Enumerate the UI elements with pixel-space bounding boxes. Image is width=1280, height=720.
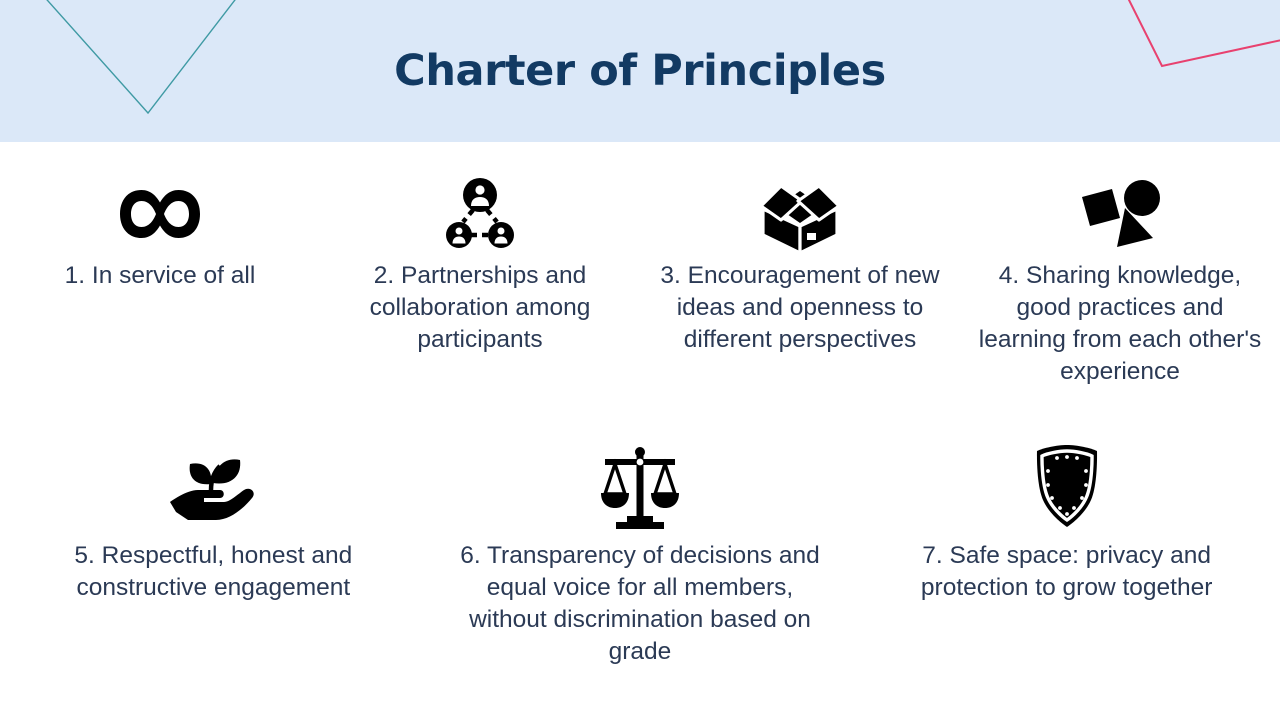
principle-item-3: 3. Encouragement of new ideas and openne… <box>640 168 960 388</box>
people-network-icon <box>320 168 640 260</box>
principle-item-2: 2. Partnerships and collaboration among … <box>320 168 640 388</box>
shield-icon <box>853 438 1280 534</box>
principles-row-2: 5. Respectful, honest and constructive e… <box>0 438 1280 668</box>
principle-item-7: 7. Safe space: privacy and protection to… <box>853 438 1280 668</box>
slide-header: Charter of Principles <box>0 0 1280 142</box>
principle-label: 4. Sharing knowledge, good practices and… <box>978 262 1262 386</box>
page-title: Charter of Principles <box>394 46 886 96</box>
principle-label: 2. Partnerships and collaboration among … <box>369 262 591 354</box>
principle-label: 3. Encouragement of new ideas and openne… <box>660 262 940 354</box>
principle-label: 6. Transparency of decisions and equal v… <box>460 542 820 666</box>
shapes-icon <box>960 168 1280 260</box>
open-box-icon <box>640 168 960 260</box>
principle-item-4: 4. Sharing knowledge, good practices and… <box>960 168 1280 388</box>
principle-label: 7. Safe space: privacy and protection to… <box>920 542 1213 602</box>
header-decorations <box>46 0 1280 115</box>
infinity-icon <box>0 168 320 260</box>
hand-plant-icon <box>0 438 427 534</box>
principle-label: 5. Respectful, honest and constructive e… <box>74 542 353 602</box>
teal-chevron-icon <box>46 0 236 115</box>
principle-item-6: 6. Transparency of decisions and equal v… <box>427 438 854 668</box>
principle-item-1: 1. In service of all <box>0 168 320 388</box>
balance-scale-icon <box>427 438 854 534</box>
pink-angle-line-icon <box>1127 0 1280 68</box>
principle-label: 1. In service of all <box>64 262 256 289</box>
principle-item-5: 5. Respectful, honest and constructive e… <box>0 438 427 668</box>
principles-row-1: 1. In service of all <box>0 168 1280 388</box>
